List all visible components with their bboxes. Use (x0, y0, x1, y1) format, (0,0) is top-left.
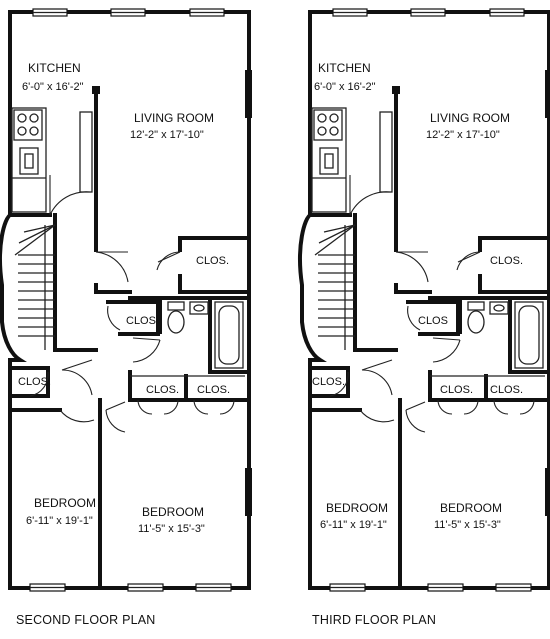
closet-label-living: CLOS. (490, 255, 523, 267)
closet-label-bed-2: CLOS. (197, 384, 230, 396)
closet-label-left: CLOS. (312, 376, 345, 388)
living-room-name: LIVING ROOM (134, 111, 214, 125)
bedroom-left-name: BEDROOM (326, 501, 388, 515)
bedroom-right-dims: 11'-5" x 15'-3" (138, 523, 205, 535)
closet-label-hall: CLOS (126, 315, 156, 327)
bedroom-right-dims: 11'-5" x 15'-3" (434, 519, 501, 531)
bedroom-right-name: BEDROOM (142, 505, 204, 519)
closet-label-hall: CLOS (418, 315, 448, 327)
bedroom-right-name: BEDROOM (440, 501, 502, 515)
plan-caption: THIRD FLOOR PLAN (312, 613, 436, 627)
second-floor-plan: KITCHEN 6'-0" x 16'-2" LIVING ROOM 12'-2… (0, 7, 255, 627)
closet-label-bed-1: CLOS. (440, 384, 473, 396)
living-room-dims: 12'-2" x 17'-10" (426, 129, 500, 141)
bedroom-left-dims: 6'-11" x 19'-1" (320, 519, 387, 531)
living-room-dims: 12'-2" x 17'-10" (130, 129, 204, 141)
bedroom-left-dims: 6'-11" x 19'-1" (26, 515, 93, 527)
kitchen-dims: 6'-0" x 16'-2" (314, 81, 376, 93)
plan-caption: SECOND FLOOR PLAN (16, 613, 156, 627)
closet-label-left: CLOS. (18, 376, 51, 388)
bedroom-left-name: BEDROOM (34, 496, 96, 510)
kitchen-dims: 6'-0" x 16'-2" (22, 81, 84, 93)
closet-label-bed-2: CLOS. (490, 384, 523, 396)
living-room-name: LIVING ROOM (430, 111, 510, 125)
third-floor-plan: KITCHEN 6'-0" x 16'-2" LIVING ROOM 12'-2… (298, 7, 550, 627)
closet-label-bed-1: CLOS. (146, 384, 179, 396)
kitchen-name: KITCHEN (318, 61, 371, 75)
kitchen-name: KITCHEN (28, 61, 81, 75)
closet-label-living: CLOS. (196, 255, 229, 267)
